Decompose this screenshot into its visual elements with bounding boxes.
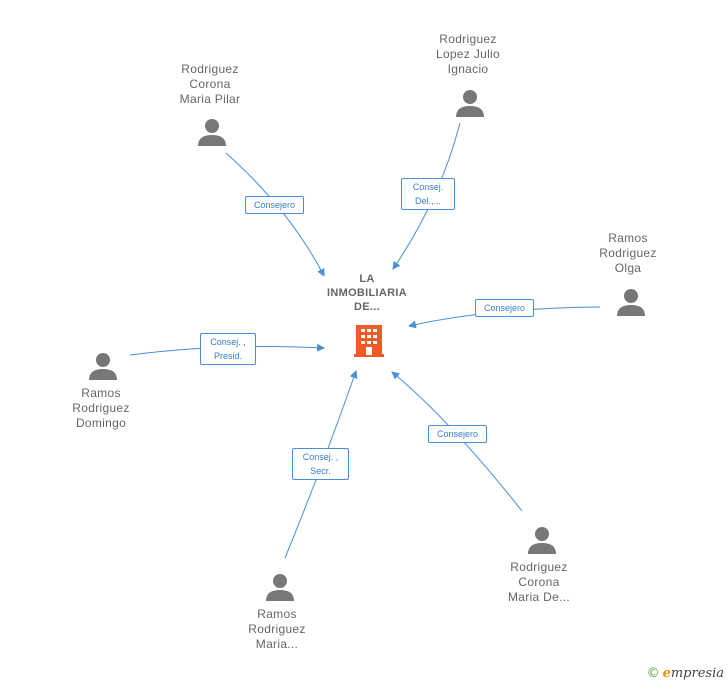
person-icon[interactable] bbox=[88, 351, 118, 381]
person-name-p1[interactable]: Rodriguez Corona Maria Pilar bbox=[179, 62, 241, 106]
role-label-p2: Consej. Del.,... bbox=[401, 178, 455, 210]
role-label-p1: Consejero bbox=[245, 196, 304, 214]
person-icon[interactable] bbox=[616, 287, 646, 317]
person-name-p5[interactable]: Ramos Rodriguez Maria... bbox=[248, 607, 306, 651]
role-label-p4: Consej. , Presid. bbox=[200, 333, 256, 365]
person-icon[interactable] bbox=[197, 117, 227, 147]
person-name-p2[interactable]: Rodriguez Lopez Julio Ignacio bbox=[435, 32, 500, 76]
role-label-p6: Consejero bbox=[428, 425, 487, 443]
role-label-p3: Consejero bbox=[475, 299, 534, 317]
brand-text: empresia bbox=[662, 666, 724, 681]
edge-p1 bbox=[225, 152, 325, 277]
company-name[interactable]: LA INMOBILIARIA DE... bbox=[327, 273, 407, 313]
role-label-p5: Consej. , Secr. bbox=[292, 448, 349, 480]
building-icon[interactable] bbox=[354, 323, 384, 357]
copyright-icon: © bbox=[646, 666, 660, 681]
person-name-p3[interactable]: Ramos Rodriguez Olga bbox=[599, 231, 657, 275]
person-name-p4[interactable]: Ramos Rodriguez Domingo bbox=[72, 386, 130, 430]
person-icon[interactable] bbox=[527, 525, 557, 555]
empresia-logo[interactable]: ©empresia bbox=[647, 665, 724, 681]
person-icon[interactable] bbox=[455, 88, 485, 118]
person-name-p6[interactable]: Rodriguez Corona Maria De... bbox=[508, 560, 570, 604]
person-icon[interactable] bbox=[265, 572, 295, 602]
